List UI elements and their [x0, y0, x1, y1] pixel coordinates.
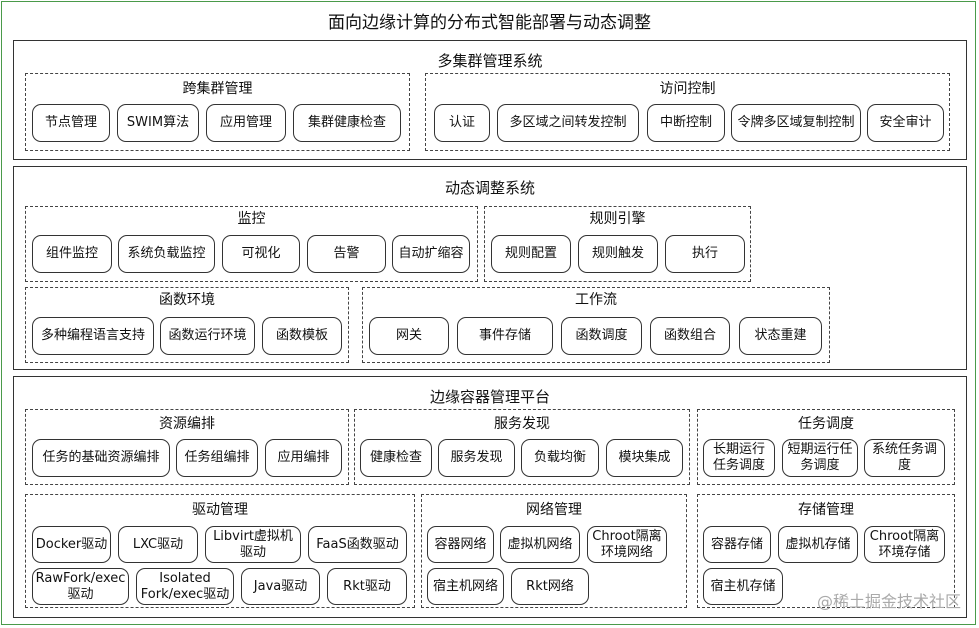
node-box: 宿主机网络 — [427, 568, 504, 605]
group-title: 资源编排 — [159, 416, 215, 432]
node-box: 函数运行环境 — [160, 317, 255, 355]
node-box: 网关 — [369, 317, 449, 355]
group-scheduling: 任务调度 — [697, 409, 955, 485]
group-title: 规则引擎 — [589, 211, 646, 227]
group-title: 任务调度 — [798, 416, 854, 432]
group-title: 访问控制 — [659, 81, 716, 97]
node-box: 执行 — [665, 235, 745, 273]
group-resources: 资源编排 — [25, 409, 349, 485]
node-box: 组件监控 — [32, 235, 112, 273]
node-box: 虚拟机存储 — [778, 526, 858, 563]
node-box: 集群健康检查 — [293, 104, 401, 142]
node-box: 长期运行 任务调度 — [703, 439, 775, 477]
group-network: 网络管理 — [421, 494, 687, 608]
node-box: 应用管理 — [206, 104, 286, 142]
group-discovery: 服务发现 — [354, 409, 690, 485]
group-cross-cluster: 跨集群管理 — [25, 73, 410, 151]
section-dynamic: 动态调整系统 — [13, 166, 967, 370]
node-box: 函数调度 — [561, 317, 642, 355]
group-title: 跨集群管理 — [182, 81, 253, 97]
section-edge: 边缘容器管理平台 — [13, 376, 967, 618]
group-title: 服务发现 — [494, 416, 550, 432]
group-title: 驱动管理 — [192, 502, 248, 518]
node-box: LXC驱动 — [118, 526, 198, 563]
section-title: 多集群管理系统 — [437, 52, 543, 70]
node-box: 告警 — [307, 235, 386, 273]
node-box: 系统负载监控 — [118, 235, 215, 273]
group-title: 网络管理 — [526, 502, 582, 518]
section-title: 边缘容器管理平台 — [429, 388, 550, 406]
node-box: 多区域之间转发控制 — [497, 104, 639, 142]
node-box: 多种编程语言支持 — [32, 317, 154, 355]
group-title: 函数环境 — [159, 292, 215, 308]
diagram-title: 面向边缘计算的分布式智能部署与动态调整 — [328, 13, 651, 33]
node-box: 自动扩缩容 — [392, 235, 470, 273]
watermark: @稀土掘金技术社区 — [816, 592, 961, 611]
node-box: 任务组编排 — [176, 439, 258, 477]
node-box: 宿主机存储 — [703, 568, 783, 605]
node-box: 任务的基础资源编排 — [32, 439, 170, 477]
node-box: Docker驱动 — [32, 526, 111, 563]
node-box: 虚拟机网络 — [500, 526, 580, 563]
node-box: 状态重建 — [739, 317, 822, 355]
node-box: 负载均衡 — [521, 439, 599, 477]
node-box: 容器网络 — [427, 526, 494, 563]
node-box: 令牌多区域复制控制 — [731, 104, 861, 142]
node-box: Chroot隔离 环境网络 — [587, 526, 667, 563]
group-storage: 存储管理 — [697, 494, 955, 608]
node-box: 中断控制 — [647, 104, 725, 142]
group-title: 工作流 — [575, 292, 617, 308]
node-box: Rkt驱动 — [327, 568, 407, 605]
node-box: 健康检查 — [360, 439, 432, 477]
node-box: 服务发现 — [438, 439, 515, 477]
node-box: RawFork/exec 驱动 — [32, 568, 129, 605]
section-title: 动态调整系统 — [444, 179, 535, 197]
group-title: 存储管理 — [798, 502, 854, 518]
node-box: 节点管理 — [32, 104, 110, 142]
node-box: 系统任务调 度 — [864, 439, 945, 477]
group-drivers: 驱动管理 — [25, 494, 415, 608]
node-box: 函数组合 — [650, 317, 730, 355]
node-box: Java驱动 — [241, 568, 320, 605]
group-title: 监控 — [237, 211, 266, 227]
node-box: SWIM算法 — [117, 104, 199, 142]
group-access-control: 访问控制 — [425, 73, 950, 151]
node-box: 事件存储 — [457, 317, 553, 355]
node-box: 可视化 — [222, 235, 300, 273]
node-box: 函数模板 — [262, 317, 342, 355]
node-box: FaaS函数驱动 — [308, 526, 407, 563]
node-box: 规则触发 — [578, 235, 658, 273]
group-workflow: 工作流 — [362, 287, 830, 363]
node-box: 短期运行任 务调度 — [782, 439, 858, 477]
node-box: 模块集成 — [606, 439, 683, 477]
node-box: 容器存储 — [703, 526, 771, 563]
node-box: 认证 — [434, 104, 490, 142]
node-box: Rkt网络 — [511, 568, 589, 605]
node-box: Libvirt虚拟机 驱动 — [205, 526, 301, 563]
section-multi-cluster: 多集群管理系统 — [13, 40, 967, 160]
node-box: Isolated Fork/exec驱动 — [136, 568, 234, 605]
node-box: 应用编排 — [265, 439, 342, 477]
group-monitor: 监控 — [25, 206, 478, 282]
node-box: 安全审计 — [867, 104, 944, 142]
group-rules: 规则引擎 — [484, 206, 751, 282]
node-box: 规则配置 — [491, 235, 571, 273]
node-box: Chroot隔离 环境存储 — [864, 526, 945, 563]
group-functions: 函数环境 — [25, 287, 349, 363]
